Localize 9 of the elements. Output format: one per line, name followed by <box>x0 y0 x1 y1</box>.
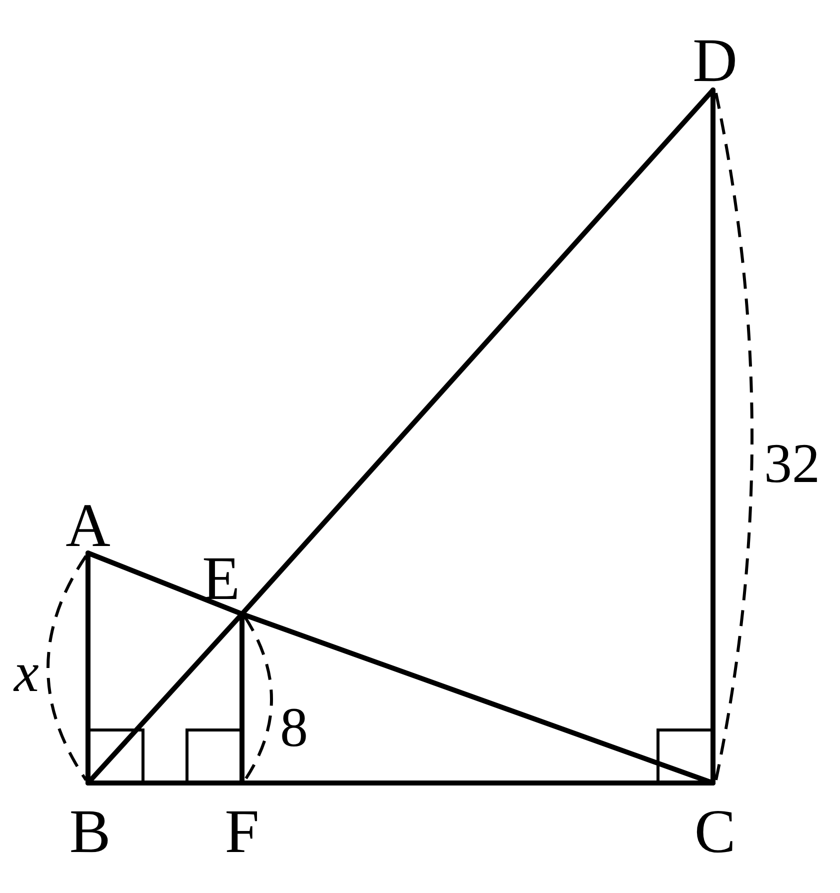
point-label: D <box>692 30 738 92</box>
dimension-label: 8 <box>280 700 308 756</box>
dimension-label: x <box>14 645 39 701</box>
dimension-label: 32 <box>764 436 820 492</box>
point-label: A <box>66 495 110 557</box>
point-label: C <box>694 801 736 863</box>
point-label: B <box>69 801 111 863</box>
point-label: F <box>224 801 260 863</box>
point-label: E <box>202 548 240 610</box>
